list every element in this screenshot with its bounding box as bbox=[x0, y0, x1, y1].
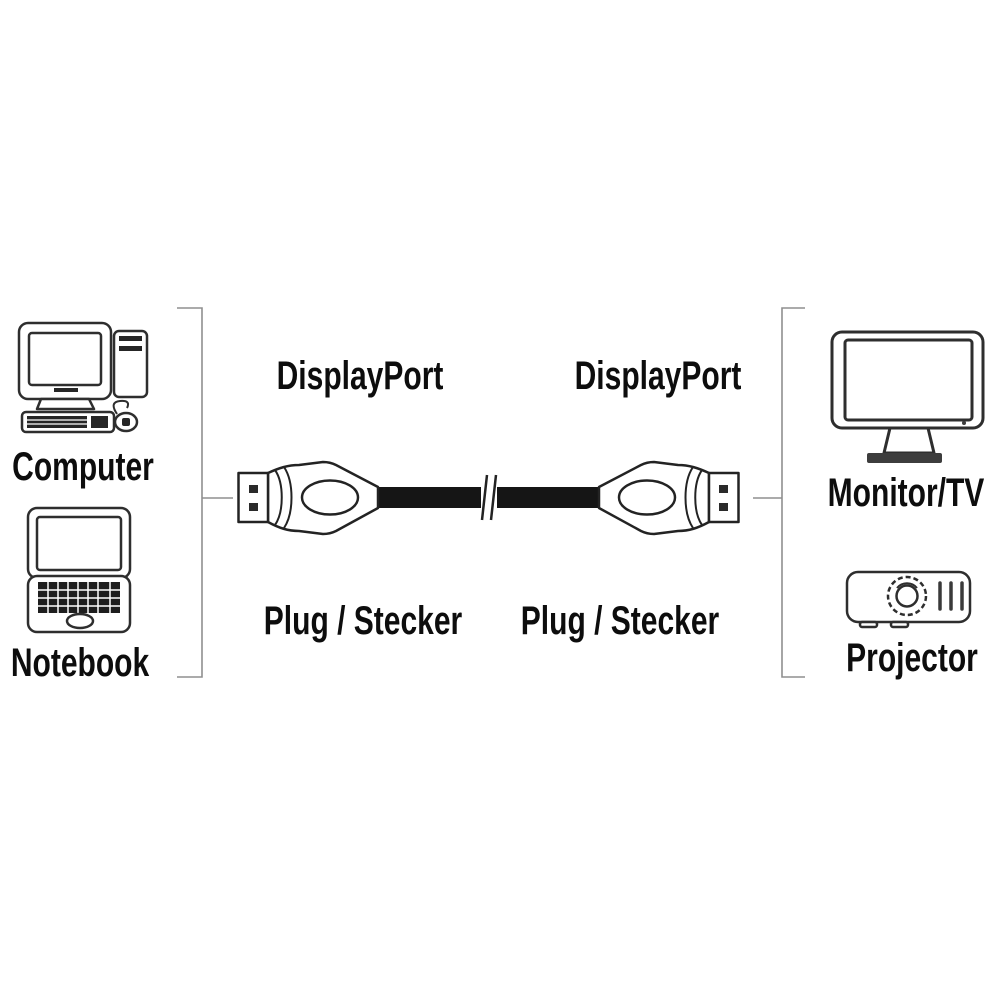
displayport-label-left: DisplayPort bbox=[276, 354, 444, 398]
cable-left-segment bbox=[376, 487, 481, 508]
notebook-label: Notebook bbox=[10, 641, 150, 685]
left-bracket bbox=[177, 307, 233, 678]
desktop-computer-icon bbox=[17, 321, 149, 434]
projector-label: Projector bbox=[846, 636, 978, 680]
right-plug-icon bbox=[597, 460, 740, 536]
displayport-label-right: DisplayPort bbox=[574, 354, 742, 398]
right-bracket bbox=[753, 307, 805, 678]
plug-stecker-label-right: Plug / Stecker bbox=[520, 599, 720, 643]
cable-break-icon bbox=[480, 474, 498, 521]
displayport-cable-illustration bbox=[237, 460, 740, 536]
projector-icon bbox=[845, 570, 972, 629]
notebook-icon bbox=[26, 506, 132, 634]
monitor-tv-icon bbox=[830, 330, 985, 463]
monitor-tv-label: Monitor/TV bbox=[827, 471, 985, 515]
computer-label: Computer bbox=[12, 445, 154, 489]
left-plug-icon bbox=[237, 460, 380, 536]
cable-right-segment bbox=[497, 487, 598, 508]
plug-stecker-label-left: Plug / Stecker bbox=[263, 599, 463, 643]
